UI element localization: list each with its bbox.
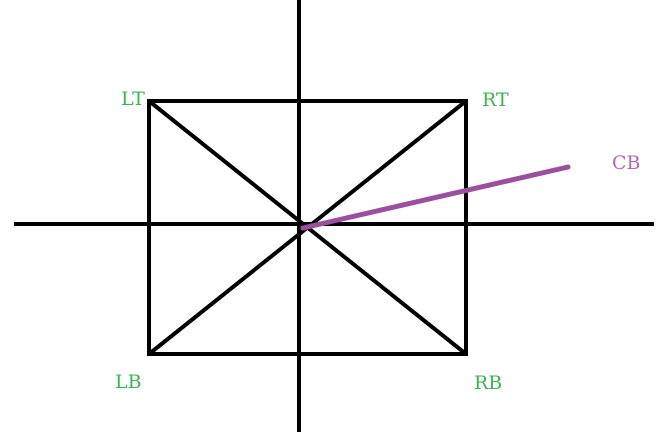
label-rt: RT xyxy=(482,89,509,111)
label-lt: LT xyxy=(121,88,145,110)
label-rb: RB xyxy=(474,372,502,394)
label-cb: CB xyxy=(612,152,641,174)
cb-line xyxy=(300,164,571,231)
label-lb: LB xyxy=(115,371,142,393)
rectangle xyxy=(147,99,468,356)
